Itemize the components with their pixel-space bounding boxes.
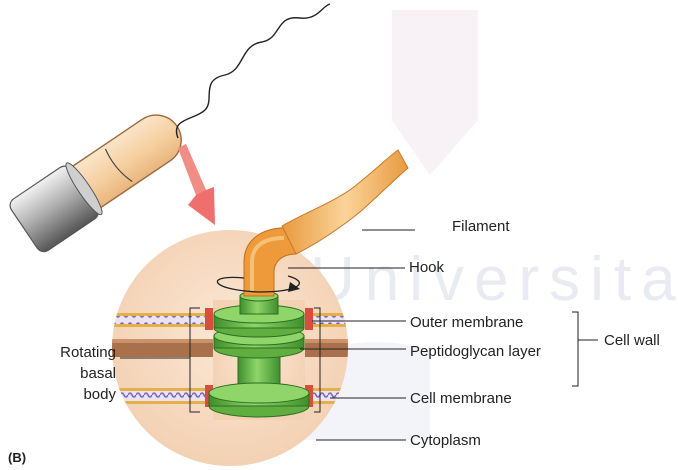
label-basal: basal — [80, 365, 116, 382]
bacterium-flagellum — [176, 4, 330, 138]
label-filament: Filament — [452, 218, 510, 235]
label-body: body — [83, 386, 116, 403]
label-cell-membrane: Cell membrane — [410, 390, 512, 407]
label-cytoplasm: Cytoplasm — [410, 432, 481, 449]
bacterium — [7, 4, 330, 255]
label-outer-membrane: Outer membrane — [410, 314, 523, 331]
label-rotating: Rotating — [60, 344, 116, 361]
filament — [282, 150, 408, 254]
basal-body — [209, 291, 309, 417]
watermark-text: Universitas — [310, 245, 678, 314]
label-peptidoglycan: Peptidoglycan layer — [410, 343, 541, 360]
zoom-arrow — [178, 144, 215, 225]
label-cell-wall: Cell wall — [604, 332, 660, 349]
panel-label: (B) — [8, 450, 26, 465]
label-hook: Hook — [409, 259, 445, 276]
